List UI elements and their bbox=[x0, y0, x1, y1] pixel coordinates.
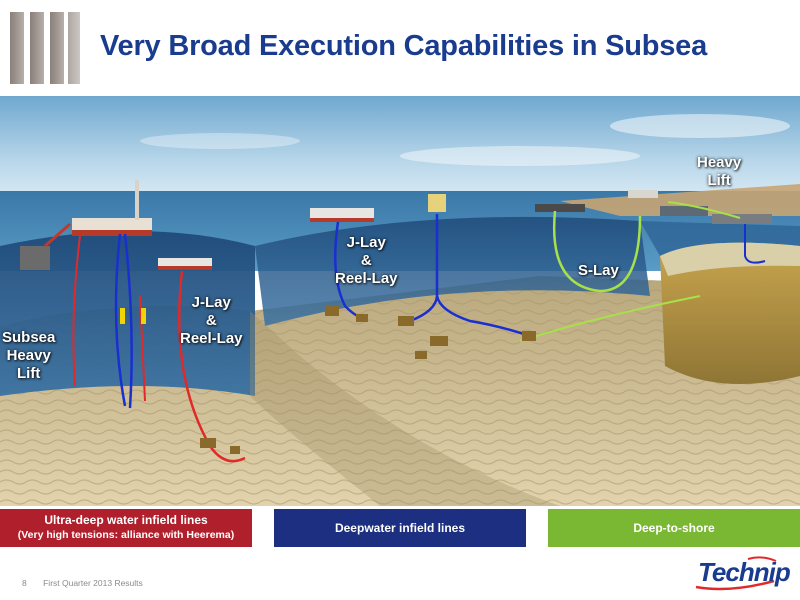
jlay-reellay-left-label: J-Lay & Reel-Lay bbox=[180, 294, 243, 347]
deepwater-bar: Deepwater infield lines bbox=[274, 509, 526, 547]
technip-logo: Technip bbox=[690, 553, 791, 593]
footer: 8 First Quarter 2013 Results bbox=[22, 578, 143, 588]
logo-swoosh-icon bbox=[695, 556, 777, 591]
ultra-deep-subtitle: (Very high tensions: alliance with Heere… bbox=[17, 529, 235, 541]
page-number: 8 bbox=[22, 578, 27, 588]
ultra-deep-title: Ultra-deep water infield lines bbox=[44, 513, 208, 527]
heavy-lift-label: Heavy Lift bbox=[697, 154, 742, 189]
deep-to-shore-bar: Deep-to-shore bbox=[548, 509, 800, 547]
page-title: Very Broad Execution Capabilities in Sub… bbox=[100, 30, 708, 62]
deepwater-title: Deepwater infield lines bbox=[334, 521, 466, 535]
subsea-heavy-lift-label: Subsea Heavy Lift bbox=[2, 329, 56, 382]
deep-to-shore-title: Deep-to-shore bbox=[633, 521, 715, 535]
slay-label: S-Lay bbox=[578, 262, 619, 279]
footer-text: First Quarter 2013 Results bbox=[43, 578, 143, 588]
jlay-reellay-mid-label: J-Lay & Reel-Lay bbox=[335, 234, 398, 287]
ultra-deep-water-bar: Ultra-deep water infield lines (Very hig… bbox=[0, 509, 252, 547]
decorative-bars-icon bbox=[10, 12, 80, 84]
logo-text: Technip bbox=[698, 557, 791, 587]
subsea-illustration: Subsea Heavy Lift J-Lay & Reel-Lay J-Lay… bbox=[0, 96, 800, 506]
